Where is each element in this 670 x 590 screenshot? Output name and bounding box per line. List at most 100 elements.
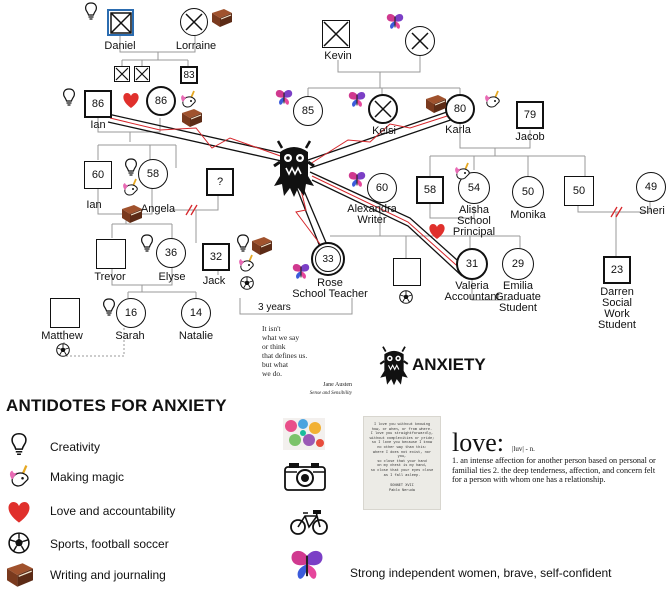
person-jacob: 79 <box>516 101 544 129</box>
label-valeria: Valeria Accountant <box>444 280 500 303</box>
neruda-poem-card: I love you without knowing how, or when,… <box>363 416 441 510</box>
butterfly-icon <box>348 171 366 187</box>
person-ian: 60 <box>84 161 112 189</box>
antidotes-title: ANTIDOTES FOR ANXIETY <box>6 396 227 415</box>
label-rose: Rose School Teacher <box>292 277 368 300</box>
person-alexandra: 60 <box>367 173 397 203</box>
unicorn-icon <box>455 162 470 180</box>
anxiety-monster-icon <box>273 140 315 197</box>
person-monika: 50 <box>512 176 544 208</box>
butterfly-icon <box>292 263 310 279</box>
book-icon <box>426 95 446 113</box>
antidote-writing: Writing and journaling <box>50 568 166 582</box>
quote-line: but what <box>262 360 289 369</box>
label-matthew: Matthew <box>41 330 83 342</box>
quote-line: we do. <box>262 369 282 378</box>
deceased-cross-icon <box>323 21 349 47</box>
love-definition: 1. an intense affection for another pers… <box>452 456 656 484</box>
line-couple-angela-unknown <box>172 196 219 211</box>
lightbulb-icon <box>103 298 115 316</box>
person-50b: 50 <box>564 176 594 206</box>
person-jack: 32 <box>202 243 230 271</box>
poem-line: so I love you because I know <box>371 441 433 446</box>
person-58b: 58 <box>416 176 444 204</box>
person-darren: 23 <box>603 256 631 284</box>
bicycle-icon <box>290 510 328 535</box>
lightbulb-icon <box>141 234 153 252</box>
person-85: 85 <box>293 96 323 126</box>
person-angela-mother: 86 <box>146 86 176 116</box>
lightbulb-icon <box>125 158 137 176</box>
quote-line: It isn't <box>262 324 281 333</box>
lightbulb-icon <box>63 88 75 106</box>
line-valeria-right <box>471 276 510 301</box>
label-sarah: Sarah <box>115 330 145 342</box>
label-daniel: Daniel <box>104 40 136 52</box>
line-matthew-sarah <box>63 328 125 357</box>
divorce-50-sheri <box>610 206 623 218</box>
person-ian-father: 86 <box>84 90 112 118</box>
person-karla: 80 <box>445 94 475 124</box>
painting-icon <box>283 418 325 450</box>
soccer-ball-icon <box>8 532 30 554</box>
poem-line: how, or when, or from where. <box>371 427 433 432</box>
book-icon <box>182 109 202 127</box>
person-kevin-wife <box>405 26 435 56</box>
person-angela: 58 <box>138 159 168 189</box>
lightbulb-icon <box>11 432 27 456</box>
antidote-making-magic: Making magic <box>50 470 125 484</box>
person-valeria: 31 <box>456 248 488 280</box>
deceased-cross-icon <box>185 13 203 31</box>
poem-line: no other way than this: <box>377 445 427 450</box>
soccer-ball-icon <box>56 343 70 357</box>
poem-line: so close that your eyes close <box>370 468 434 473</box>
line-couple-ian-angela <box>97 118 161 133</box>
book-icon <box>122 205 142 223</box>
butterfly-icon <box>348 91 366 107</box>
person-valeria-partner <box>393 258 421 286</box>
quote-author: Jane Austen <box>323 382 352 388</box>
label-sheri: Sheri <box>639 205 665 217</box>
butterfly-icon <box>275 89 293 105</box>
person-d-child-2 <box>134 66 150 82</box>
person-rose: 33 <box>311 242 345 276</box>
anxiety-title: ANXIETY <box>412 355 486 374</box>
quote-line: that defines us. <box>262 351 308 360</box>
soccer-ball-icon <box>399 290 413 304</box>
quote-line: what we say <box>262 333 300 342</box>
label-lorraine: Lorraine <box>175 40 217 52</box>
label-angela: Angela <box>140 203 176 215</box>
book-icon <box>212 9 232 27</box>
butterfly-icon <box>291 550 323 579</box>
person-d-child-1 <box>114 66 130 82</box>
lightbulb-icon <box>85 2 97 20</box>
heart-icon <box>429 224 445 239</box>
line-couple-58-alisha <box>429 204 475 219</box>
divorce-angela-unknown <box>185 204 198 216</box>
label-three-years: 3 years <box>258 302 291 313</box>
anxiety-legend-monster-icon <box>379 346 409 386</box>
person-lorraine <box>180 8 208 36</box>
line-couple-kevin <box>337 56 421 73</box>
antidote-sports: Sports, football soccer <box>50 537 169 551</box>
deceased-cross-icon <box>374 100 392 118</box>
label-alexandra: Alexandra Writer <box>347 203 397 226</box>
book-icon <box>252 237 272 255</box>
label-karla: Karla <box>445 124 471 136</box>
butterfly-icon <box>386 13 404 29</box>
unicorn-icon <box>123 178 138 196</box>
unicorn-icon <box>485 90 500 108</box>
label-darren: Darren Social Work Student <box>598 286 636 331</box>
person-sheri: 49 <box>636 172 666 202</box>
label-ian-father: Ian <box>90 119 106 131</box>
unicorn-icon <box>181 90 196 108</box>
strong-women-caption: Strong independent women, brave, self-co… <box>350 566 612 580</box>
label-ian: Ian <box>86 199 102 211</box>
poem-line: where I does not exist, nor you, <box>372 450 432 460</box>
book-icon <box>7 563 33 587</box>
person-unknown: ? <box>206 168 234 196</box>
deceased-cross-icon <box>109 11 132 34</box>
label-natalie: Natalie <box>178 330 214 342</box>
line-children-trevor <box>127 285 197 298</box>
